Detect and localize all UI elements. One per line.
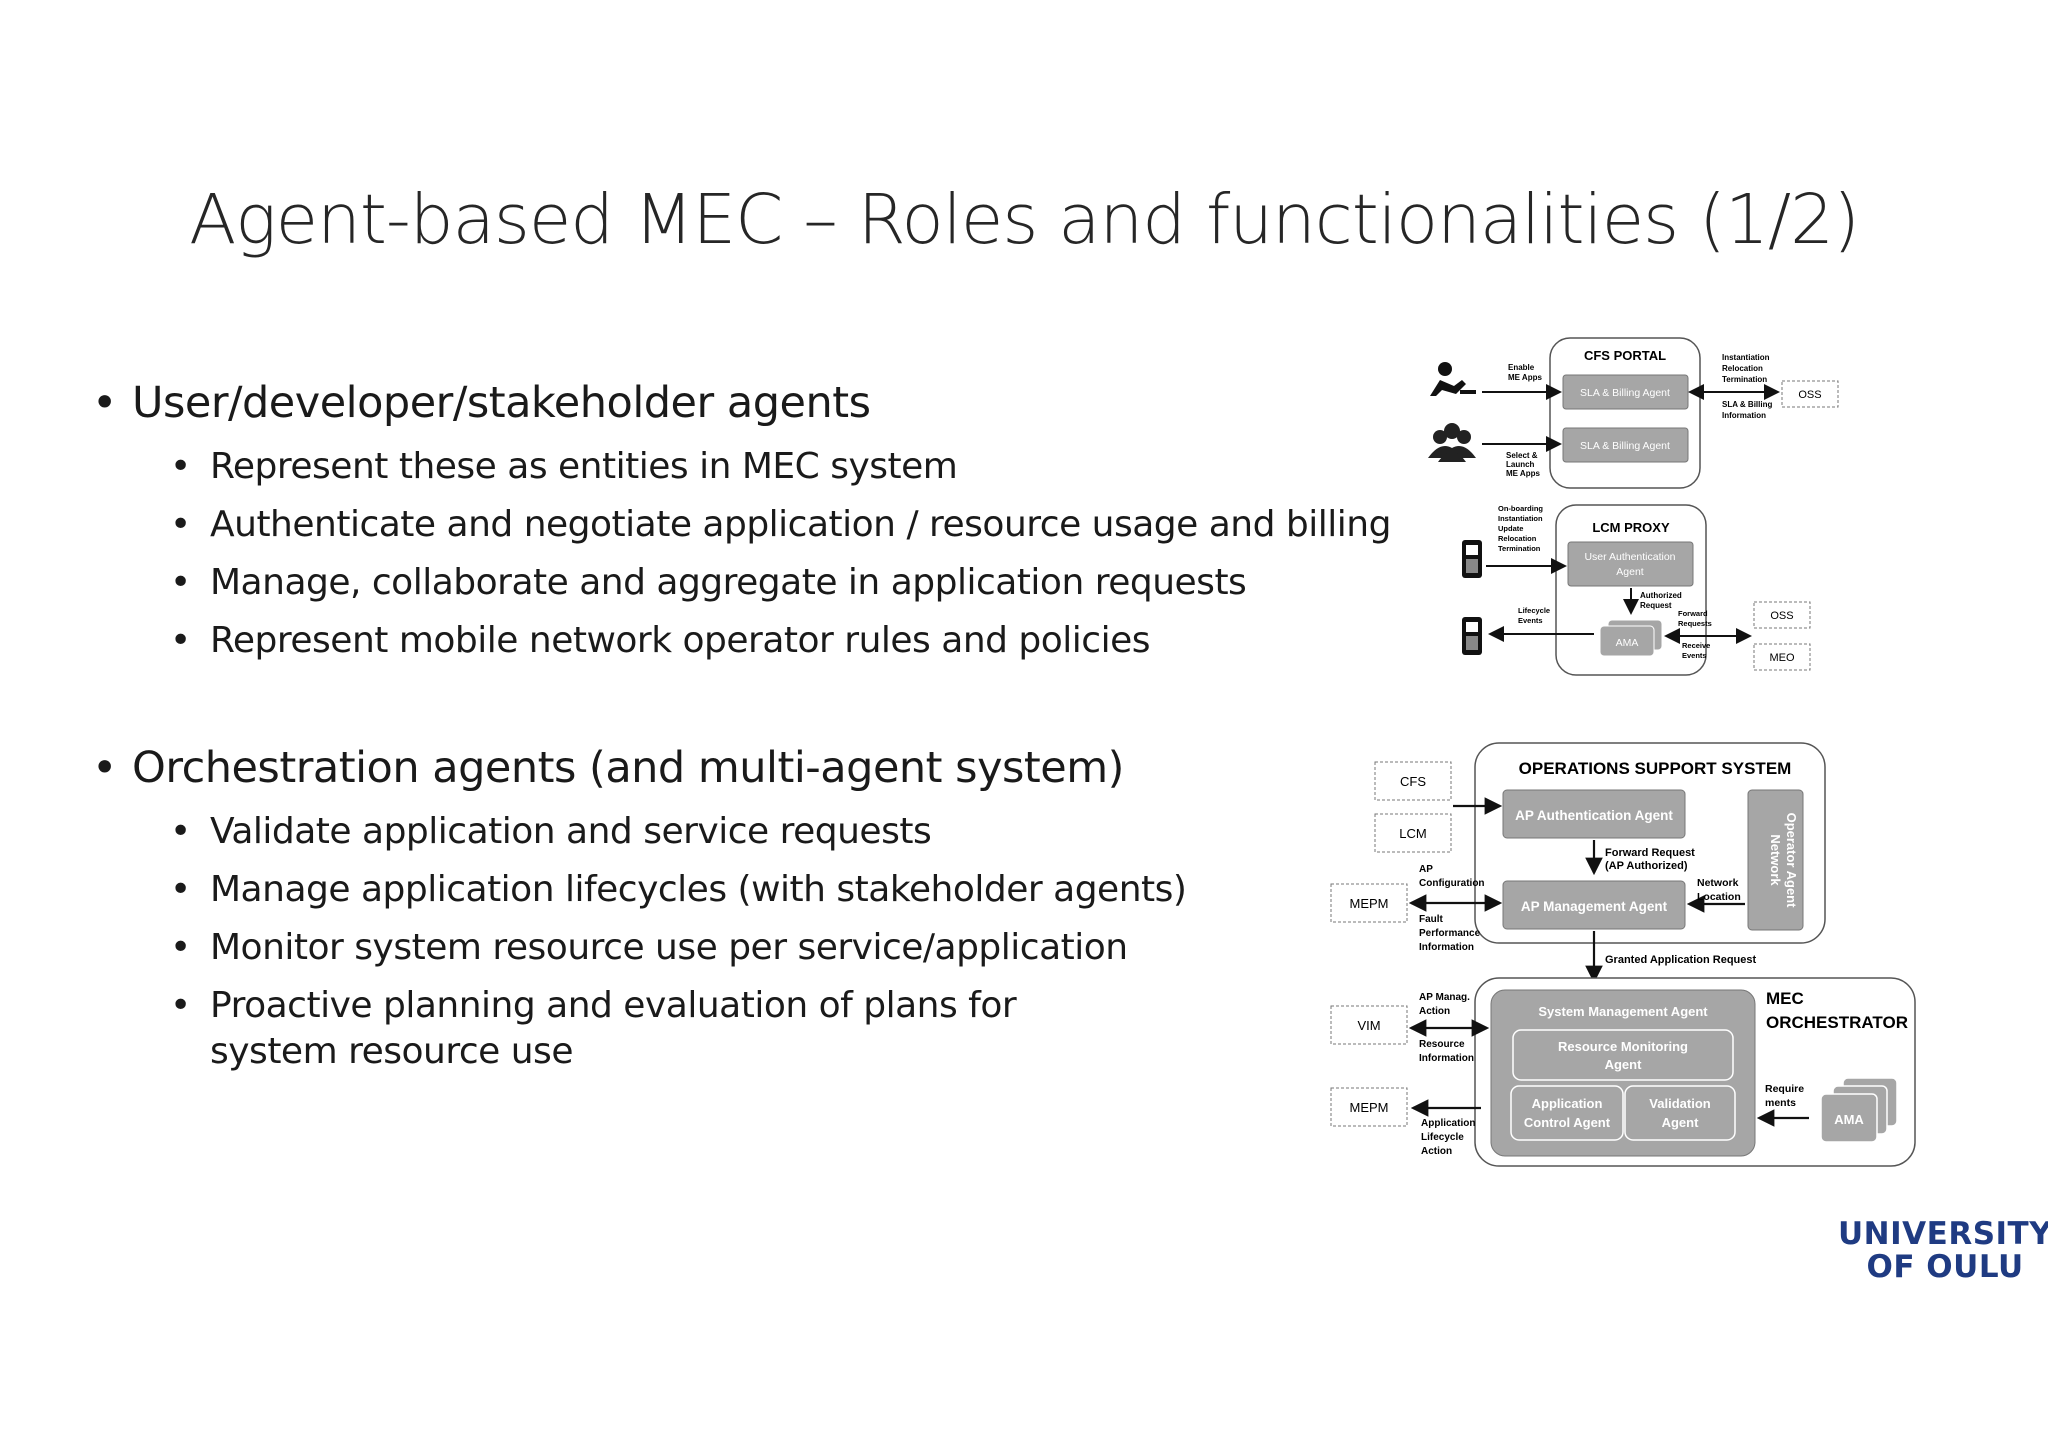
lcm-box: LCM [1399,826,1426,841]
network-operator-agent: Operator Agent [1784,813,1799,909]
mec-orchestrator-label: ORCHESTRATOR [1766,1013,1908,1032]
section-orchestration-agents: Orchestration agents (and multi-agent sy… [92,743,1232,1075]
developer-icon [1430,362,1476,396]
bullet-item: Proactive planning and evaluation of pla… [92,977,1130,1075]
validation-agent: Agent [1662,1115,1700,1130]
network-location-label: Network [1697,877,1739,889]
forward-requests-label: Requests [1678,619,1712,628]
university-logo: UNIVERSITY OF OULU [1838,1218,2048,1284]
ap-configuration-label: Configuration [1419,878,1485,889]
user-auth-agent: Agent [1616,566,1644,578]
ama-box: AMA [1834,1112,1864,1127]
system-management-agent: System Management Agent [1538,1004,1708,1019]
onboarding-label: Instantiation [1498,514,1543,523]
forward-request-label: Forward Request [1605,847,1695,859]
oss-box: OSS [1798,389,1821,401]
bullet-item: Manage application lifecycles (with stak… [92,861,1232,919]
sla-billing-agent-2: SLA & Billing Agent [1580,440,1670,452]
authorized-request-label: Authorized [1640,591,1682,600]
select-label: Select & [1506,451,1538,460]
instantiation-label: Instantiation [1722,353,1770,362]
enable-label: Enable [1508,363,1535,372]
cfs-portal-label: CFS PORTAL [1584,348,1666,363]
logo-line: OF OULU [1866,1249,2024,1285]
receive-events-label: Events [1682,651,1707,660]
bullet-item: Manage, collaborate and aggregate in app… [92,554,1391,612]
fault-label: Information [1419,942,1474,953]
section-stakeholder-agents: User/developer/stakeholder agents Repres… [92,378,1391,670]
ap-configuration-label: AP [1419,864,1433,875]
onboarding-label: Termination [1498,544,1541,553]
cfs-box: CFS [1400,774,1426,789]
mec-orchestrator-label: MEC [1766,989,1804,1008]
user-auth-agent: User Authentication [1584,551,1675,563]
resource-info-label: Resource [1419,1039,1465,1050]
mobile-phone-icon [1462,617,1482,655]
meo-box: MEO [1769,652,1795,664]
cfs-lcm-diagram: CFS PORTAL SLA & Billing Agent SLA & Bil… [1428,337,1839,676]
sla-info-label: Information [1722,411,1766,420]
instantiation-label: Relocation [1722,364,1763,373]
oss-title: OPERATIONS SUPPORT SYSTEM [1519,759,1792,778]
bullet-item: Represent mobile network operator rules … [92,612,1391,670]
resource-monitoring-agent: Resource Monitoring [1558,1039,1688,1054]
bullet-item: Represent these as entities in MEC syste… [92,438,1391,496]
bullet-item: Authenticate and negotiate application /… [92,496,1391,554]
lifecycle-events-label: Events [1518,616,1543,625]
vim-box: VIM [1357,1018,1380,1033]
select-label: Launch [1506,460,1535,469]
application-control-agent: Control Agent [1524,1115,1611,1130]
receive-events-label: Receive [1682,641,1710,650]
app-lifecycle-label: Action [1421,1146,1452,1157]
bullet-item: Monitor system resource use per service/… [92,919,1232,977]
requirements-label: ments [1765,1097,1796,1109]
ap-authentication-agent: AP Authentication Agent [1515,808,1673,823]
onboarding-label: Relocation [1498,534,1537,543]
section-heading: User/developer/stakeholder agents [92,378,1391,428]
app-lifecycle-label: Application [1421,1118,1475,1129]
mepm-box: MEPM [1350,1100,1389,1115]
mepm-box: MEPM [1350,896,1389,911]
ap-management-agent: AP Management Agent [1521,899,1668,914]
granted-request-label: Granted Application Request [1605,954,1757,966]
resource-monitoring-agent: Agent [1605,1057,1643,1072]
section-heading: Orchestration agents (and multi-agent sy… [92,743,1232,793]
enable-label: ME Apps [1508,373,1542,382]
app-lifecycle-label: Lifecycle [1421,1132,1464,1143]
application-control-agent: Application [1532,1096,1603,1111]
oss-box: OSS [1770,610,1793,622]
network-operator-agent: Network [1768,834,1783,886]
slide-title: Agent-based MEC – Roles and functionalit… [189,180,1860,260]
lifecycle-events-label: Lifecycle [1518,606,1550,615]
onboarding-label: On-boarding [1498,504,1543,513]
requirements-label: Require [1765,1083,1804,1095]
logo-line: UNIVERSITY [1838,1216,2048,1252]
network-location-label: Location [1697,891,1741,903]
forward-requests-label: Forward [1678,609,1708,618]
resource-info-label: Information [1419,1053,1474,1064]
fault-label: Fault [1419,914,1444,925]
onboarding-label: Update [1498,524,1523,533]
users-icon [1428,423,1476,462]
validation-agent: Validation [1649,1096,1710,1111]
sla-info-label: SLA & Billing [1722,400,1772,409]
lcm-proxy-label: LCM PROXY [1592,520,1670,535]
ap-action-label: Action [1419,1006,1450,1017]
oss-mec-orchestrator-diagram: OPERATIONS SUPPORT SYSTEM AP Authenticat… [1330,742,1916,1167]
fault-label: Performance [1419,928,1481,939]
ap-action-label: AP Manag. [1419,992,1470,1003]
mobile-phone-icon [1462,540,1482,578]
bullet-item: Validate application and service request… [92,803,1232,861]
authorized-request-label: Request [1640,601,1672,610]
instantiation-label: Termination [1722,375,1767,384]
select-label: ME Apps [1506,469,1540,478]
sla-billing-agent-1: SLA & Billing Agent [1580,387,1670,399]
forward-request-label: (AP Authorized) [1605,860,1688,872]
ama-box: AMA [1616,637,1639,649]
